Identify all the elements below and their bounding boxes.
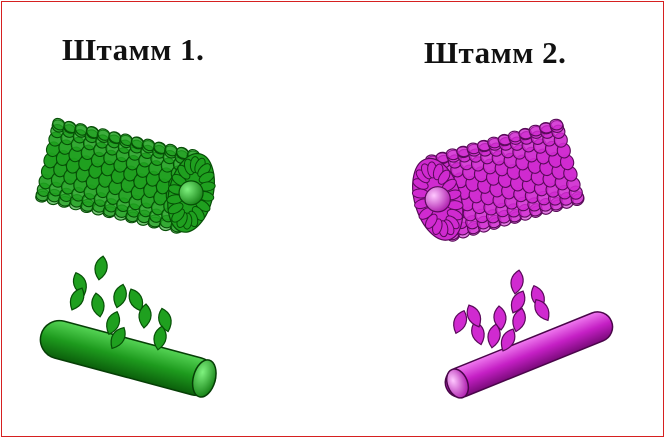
strain-1-virion-end-core (179, 181, 203, 205)
strain-2-virion (404, 119, 586, 247)
protein-subunit (93, 255, 109, 281)
strain-1-virion (35, 116, 222, 237)
strain-2-rna-rod (441, 307, 617, 401)
protein-subunit (90, 292, 106, 318)
strain-2-virion-end-core (425, 187, 450, 212)
protein-subunit (111, 283, 129, 309)
strain-1-rna-rod (36, 316, 220, 399)
